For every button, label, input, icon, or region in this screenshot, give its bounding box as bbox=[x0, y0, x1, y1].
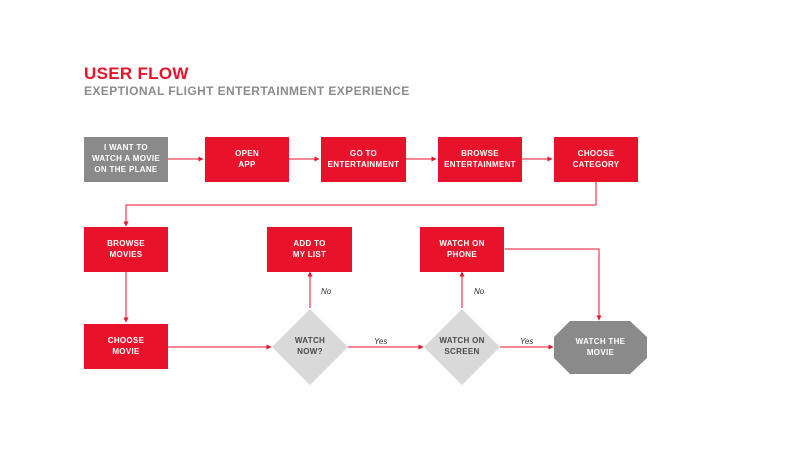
page-title: USER FLOW bbox=[84, 64, 189, 83]
node-browse-movies: BROWSE MOVIES bbox=[84, 227, 168, 272]
node-go-to-entertainment: GO TO ENTERTAINMENT bbox=[321, 137, 406, 182]
node-choose-movie: CHOOSE MOVIE bbox=[84, 324, 168, 369]
page-subtitle: EXEPTIONAL FLIGHT ENTERTAINMENT EXPERIEN… bbox=[84, 84, 410, 98]
label-watch-on-screen: WATCH ON SCREEN bbox=[439, 336, 485, 356]
node-start: I WANT TO WATCH A MOVIE ON THE PLANE bbox=[84, 137, 168, 182]
edge-label-yes-screen: Yes bbox=[374, 337, 388, 346]
node-add-to-my-list: ADD TO MY LIST bbox=[267, 227, 352, 272]
label-watch-the-movie: WATCH THE MOVIE bbox=[575, 336, 626, 357]
edge-label-no-phone: No bbox=[474, 287, 485, 296]
edge-category-browse-movies bbox=[123, 182, 597, 227]
watch-now-diamond bbox=[272, 309, 348, 385]
node-watch-on-phone: WATCH ON PHONE bbox=[420, 227, 504, 272]
node-open-app: OPEN APP bbox=[205, 137, 289, 182]
label-watch-now: WATCH NOW? bbox=[294, 336, 326, 356]
edge-label-yes-movie: Yes bbox=[520, 337, 534, 346]
edge-label-no-add-list: No bbox=[321, 287, 332, 296]
node-browse-entertainment: BROWSE ENTERTAINMENT bbox=[438, 137, 522, 182]
watch-on-screen-diamond bbox=[424, 309, 500, 385]
node-choose-category: CHOOSE CATEGORY bbox=[554, 137, 638, 182]
edge-phone-movie bbox=[505, 248, 602, 321]
watch-the-movie-octagon bbox=[554, 321, 647, 374]
